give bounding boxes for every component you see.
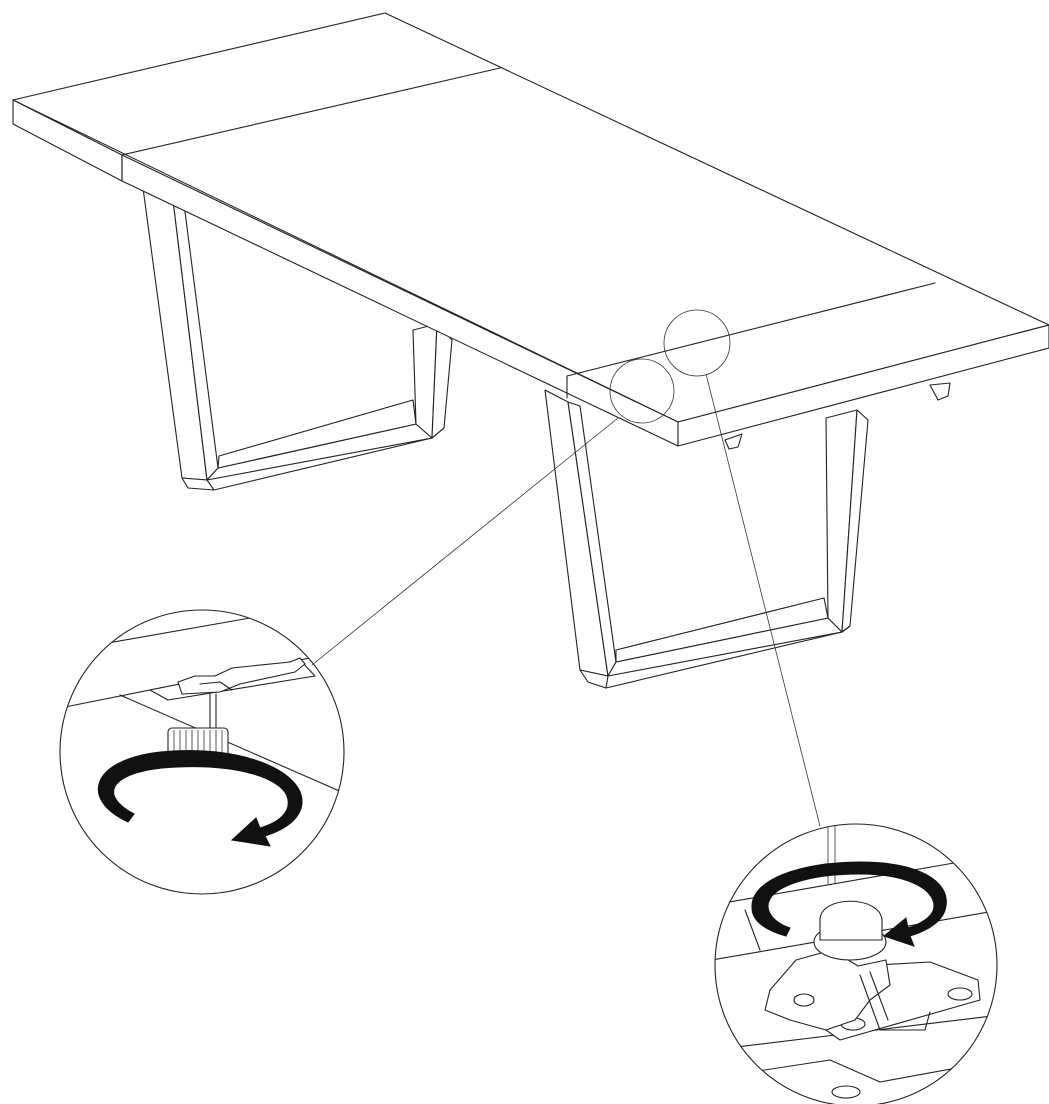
leg-feet-far [724,382,951,450]
tabletop [12,12,1049,447]
marker-circle-b [663,309,731,377]
leg-frame-front [544,389,869,689]
callout-circle-b [714,823,998,1104]
callout-circle-a [59,609,345,895]
leader-line-b [705,373,821,827]
table [12,12,1049,827]
marker-circle-a [609,358,675,424]
leader-line-a [311,417,619,666]
callout-leveling-foot [59,609,345,895]
callout-latch-clamp [714,823,998,1104]
rotate-arrow-icon [97,750,303,847]
rotate-arrow-icon [751,861,947,947]
